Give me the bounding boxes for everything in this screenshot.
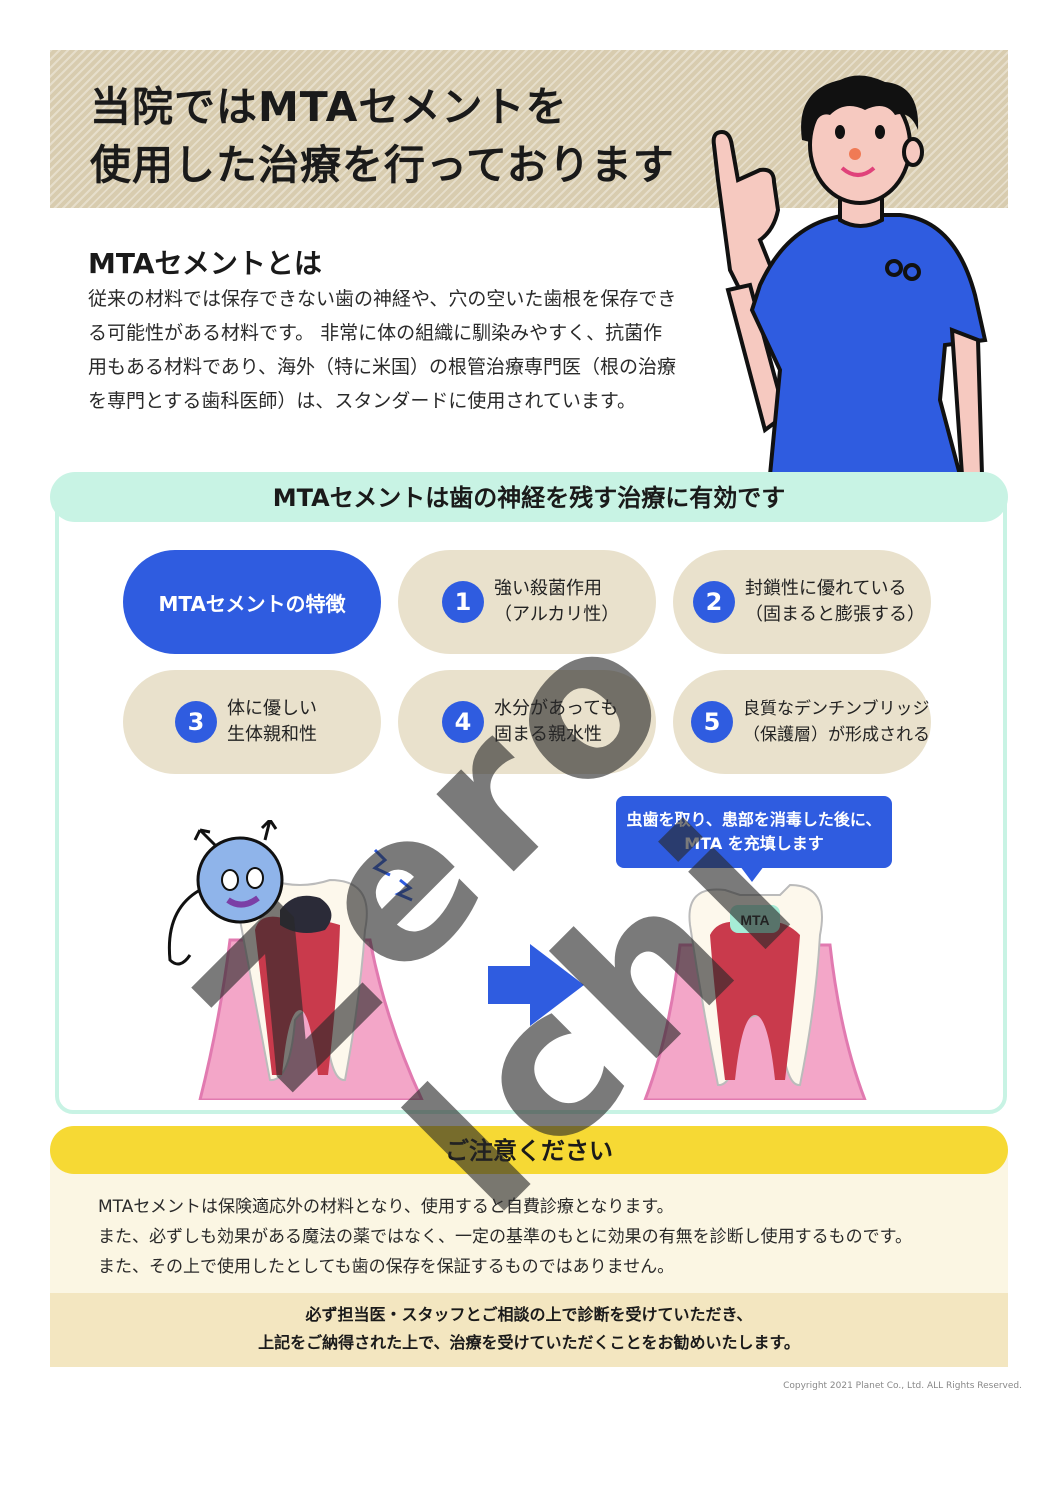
advice-text: 必ず担当医・スタッフとご相談の上で診断を受けていただき、 上記をご納得された上で… [50,1301,1008,1357]
advice-line-2: 上記をご納得された上で、治療を受けていただくことをお勧めいたします。 [258,1333,800,1352]
pulp-left [255,916,340,1075]
germ-horn-right [260,820,278,841]
feature-3-line2: 生体親和性 [227,724,317,745]
speech-line-1: 虫歯を取り、患部を消毒した後に、 [626,810,882,829]
feature-item-5: 5 良質なデンチンブリッジ （保護層）が形成される [673,670,931,774]
caution-background [50,1150,1008,1294]
feature-heading: MTAセメントは歯の神経を残す治療に有効です [50,472,1008,522]
caution-line-3: また、その上で使用したとしても歯の保存を保証するものではありません。 [98,1257,675,1277]
feature-item-3: 3 体に優しい生体親和性 [123,670,381,774]
caution-body: MTAセメントは保険適応外の材料となり、使用すると自費診療となります。 また、必… [98,1192,988,1282]
feature-4-line2: 固まる親水性 [494,724,602,745]
feature-number-1: 1 [442,581,484,623]
badge-circle-1 [885,259,903,277]
feature-main-pill: MTAセメントの特徴 [123,550,381,654]
intro-body: 従来の材料では保存できない歯の神経や、穴の空いた歯根を保存できる可能性がある材料… [88,288,677,412]
feature-item-4: 4 水分があっても固まる親水性 [398,670,656,774]
hair [801,75,919,142]
feature-number-5: 5 [691,701,733,743]
feature-number-4: 4 [442,701,484,743]
treated-tooth-illustration: MTA [643,883,867,1100]
germ-tail [167,888,201,966]
germ-body [196,836,284,924]
speech-bubble-tail [740,866,764,882]
feature-4-line1: 水分があっても [494,698,619,719]
feature-item-2: 2 封鎖性に優れている （固まると膨張する） [673,550,931,654]
decayed-tooth-illustration [167,820,424,1100]
speech-line-2: MTA を充填します [684,834,824,853]
arrow-right-icon [488,944,584,1026]
title-line-2: 使用した治療を行っております [90,141,675,189]
right-arm [949,327,985,475]
arm [725,282,788,434]
pulp-right [710,921,800,1080]
feature-5-line1: 良質なデンチンブリッジ [743,699,930,719]
caution-line-1: MTAセメントは保険適応外の材料となり、使用すると自費診療となります。 [98,1197,674,1217]
intro-heading: MTAセメントとは [88,247,322,280]
feature-2-line2: （固まると膨張する） [745,604,925,625]
pain-zigzag-icon [372,848,413,902]
feature-number-2: 2 [693,581,735,623]
feature-item-1: 1 強い殺菌作用 （アルカリ性） [398,550,656,654]
blue-shirt [749,213,988,475]
germ-horn-left [193,828,217,847]
caution-line-2: また、必ずしも効果がある魔法の薬ではなく、一定の基準のもとに効果の有無を診断し使… [98,1227,912,1247]
speech-bubble: 虫歯を取り、患部を消毒した後に、 MTA を充填します [616,796,892,868]
copyright: Copyright 2021 Planet Co., Ltd. ALL Righ… [783,1381,1022,1391]
germ-mouth [226,895,260,908]
feature-3-line1: 体に優しい [227,698,317,719]
badge-circle-2 [903,263,921,281]
mta-filling-label: MTA [740,912,769,928]
germ-eye-left [221,869,239,891]
feature-5-line2: （保護層）が形成される [743,725,930,745]
mta-filling [730,905,780,933]
smile [840,166,876,177]
feature-1-line1: 強い殺菌作用 [494,578,602,599]
advice-line-1: 必ず担当医・スタッフとご相談の上で診断を受けていただき、 [305,1305,753,1324]
caution-heading: ご注意ください [50,1126,1008,1174]
ear [902,137,924,167]
feature-number-3: 3 [175,701,217,743]
feature-2-line1: 封鎖性に優れている [745,578,907,599]
feature-main-label: MTAセメントの特徴 [158,591,346,616]
title-line-1: 当院ではMTAセメントを [90,83,568,131]
cavity [280,895,332,934]
right-eye [875,125,885,139]
advice-background [50,1293,1008,1367]
left-eye [835,125,845,139]
dentist-character-illustration [711,75,988,475]
feature-1-line2: （アルカリ性） [494,604,620,625]
nose [849,148,861,160]
raised-hand [711,129,783,313]
germ-eye-right [246,867,264,889]
page-title: 当院ではMTAセメントを 使用した治療を行っております [90,78,730,194]
